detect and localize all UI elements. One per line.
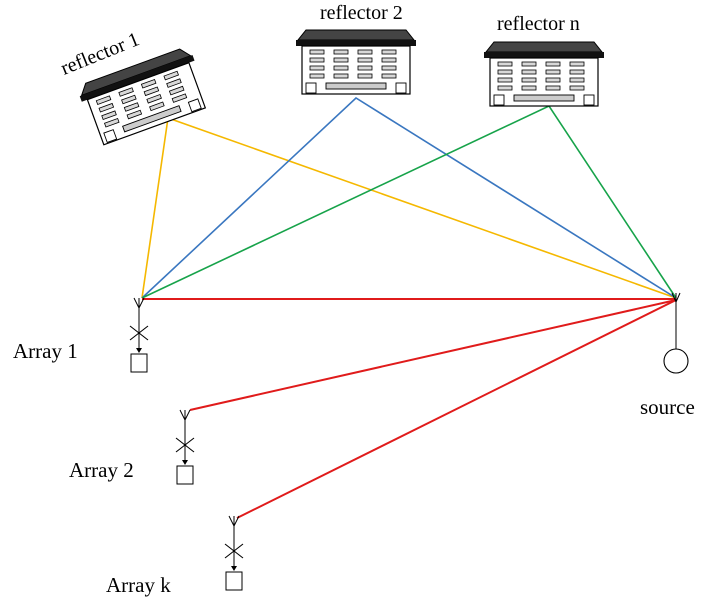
direct-path-array-k [236,299,677,519]
reflector-1-path [141,116,677,299]
source-antenna-icon [663,292,689,374]
array-k-label: Array k [106,573,171,597]
direct-path-array-2 [189,299,677,411]
array-1-label: Array 1 [13,339,78,363]
reflector-2 [295,29,417,95]
reflector-n [483,41,605,107]
array-1-antenna-icon [129,297,149,373]
reflector-2-path [141,96,677,299]
reflector-2-label: reflector 2 [320,2,403,24]
reflector-n-label: reflector n [497,13,580,35]
array-2-antenna-icon [175,409,195,485]
source-label: source [640,395,695,419]
signal-paths [141,96,677,519]
array-k-antenna-icon [224,515,244,591]
array-2-label: Array 2 [69,458,134,482]
